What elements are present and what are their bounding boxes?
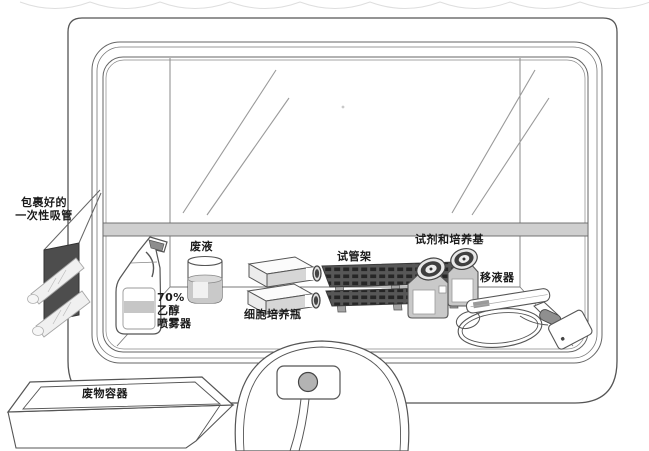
media-bottles (407, 248, 479, 319)
label-pipettor: 移液器 (480, 271, 515, 284)
pipettor-device (455, 288, 593, 350)
waste-beaker (187, 255, 223, 304)
spray-trigger (145, 251, 155, 278)
pipettor-control-box (548, 309, 593, 350)
pipettor-handle (465, 288, 551, 314)
spray-bottle (115, 236, 168, 335)
sash-handle-bar (102, 222, 589, 237)
front-control-dome (234, 340, 410, 451)
label-test-tube-rack: 试管架 (337, 250, 372, 263)
glass-speck (341, 105, 345, 109)
label-wrapped-pipettes: 包裹好的 一次性吸管 (15, 196, 73, 222)
label-reagents-and-media: 试剂和培养基 (415, 233, 484, 246)
culture-flasks (246, 256, 322, 315)
bottle-liquid-band (124, 301, 154, 313)
label-waste-container: 废物容器 (82, 387, 128, 400)
waste-tray (6, 376, 235, 449)
pipette-bundle (32, 290, 91, 338)
label-waste-liquid: 废液 (190, 240, 213, 253)
glass-sash (169, 58, 550, 223)
bottle-cap (416, 257, 446, 281)
glass-reflection-lines (182, 69, 550, 216)
pipette-bundle (27, 257, 85, 305)
power-cord (289, 398, 310, 451)
pipette-box (27, 189, 102, 338)
label-cell-culture-flasks: 细胞培养瓶 (244, 308, 302, 321)
top-scallop-trim (19, 1, 649, 9)
bottle-cap (450, 248, 478, 270)
spray-nozzle (148, 239, 165, 252)
control-knob (297, 371, 319, 393)
label-ethanol-sprayer: 70% 乙醇 喷雾器 (157, 291, 192, 330)
